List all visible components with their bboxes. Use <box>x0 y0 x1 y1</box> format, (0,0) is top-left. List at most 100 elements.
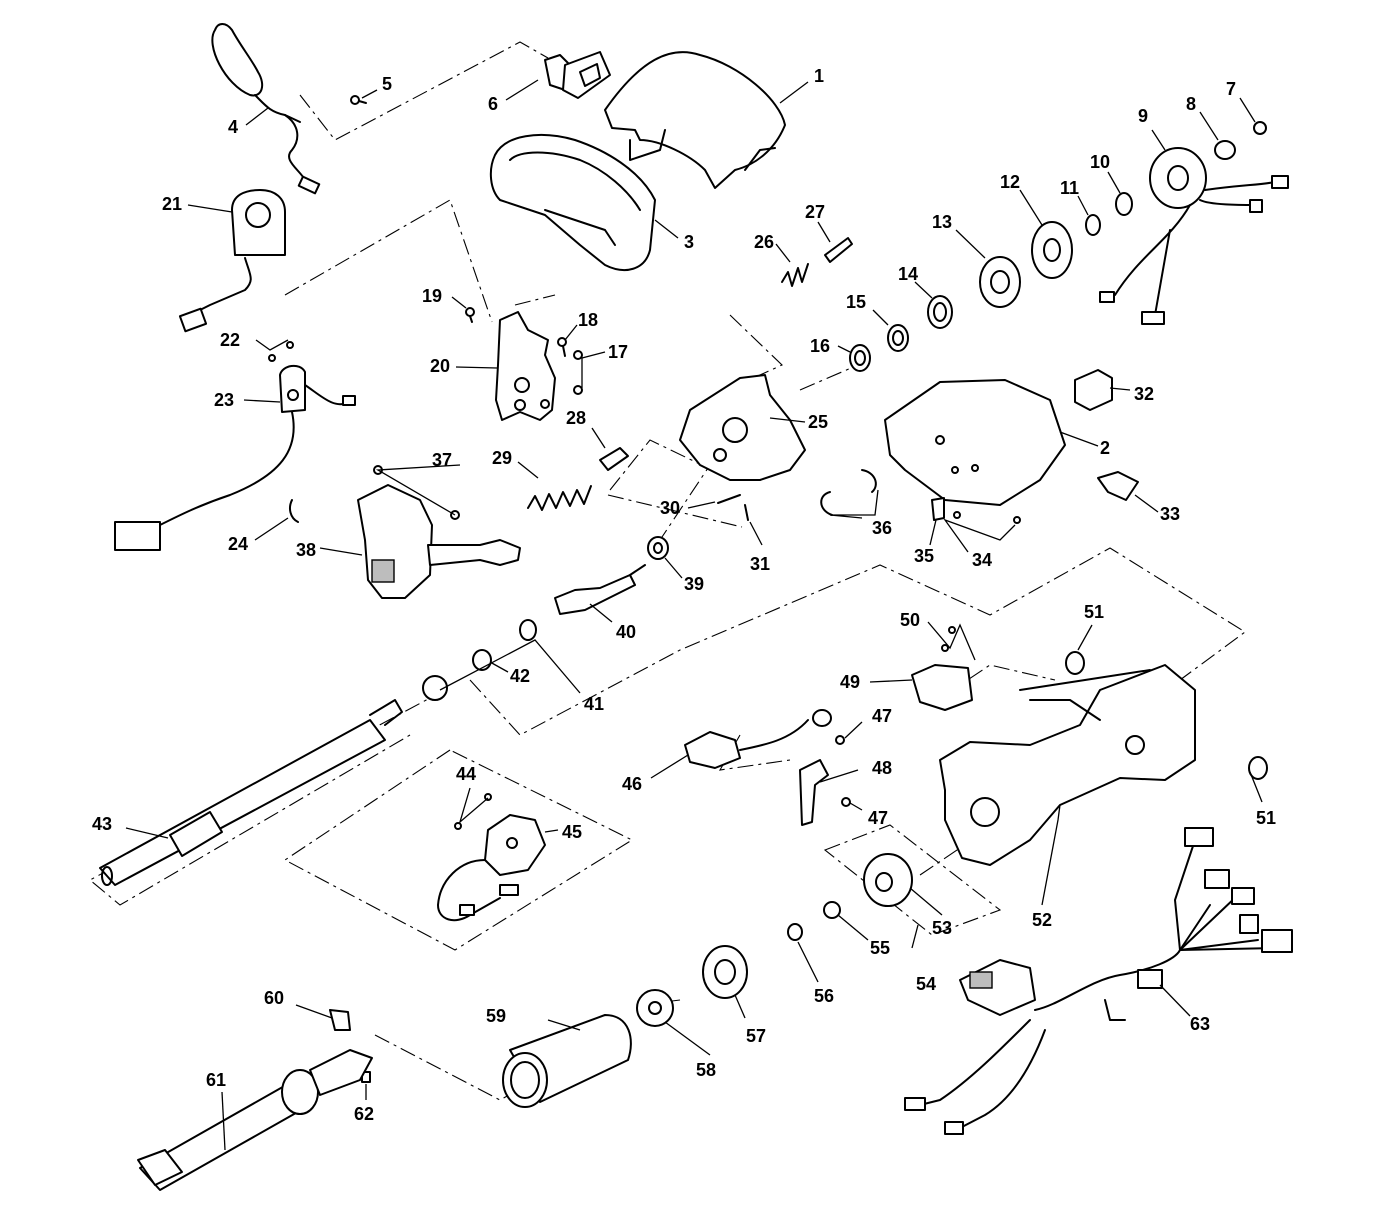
callout-9: 9 <box>1138 106 1148 126</box>
part-53-seal <box>863 853 913 907</box>
callout-24: 24 <box>228 534 248 554</box>
callout-63: 63 <box>1190 1014 1210 1034</box>
callout-34: 34 <box>972 550 992 570</box>
part-59-cylinder <box>502 1014 632 1108</box>
callout-49: 49 <box>840 672 860 692</box>
callout-60: 60 <box>264 988 284 1008</box>
callout-41: 41 <box>584 694 604 714</box>
callout-61: 61 <box>206 1070 226 1090</box>
part-35-bushing <box>931 497 945 521</box>
part-2-lower-housing <box>884 379 1066 506</box>
part-27-pin <box>824 237 853 263</box>
callout-51b: 51 <box>1256 808 1276 828</box>
callout-10: 10 <box>1090 152 1110 172</box>
part-14-spring <box>927 295 953 329</box>
part-61-intermediate-shaft <box>137 1049 373 1191</box>
part-43-steering-shaft <box>99 699 403 886</box>
callout-59: 59 <box>486 1006 506 1026</box>
callout-56: 56 <box>814 986 834 1006</box>
callout-44: 44 <box>456 764 476 784</box>
part-46-sensor <box>684 709 832 769</box>
callout-18: 18 <box>578 310 598 330</box>
part-30-pin <box>717 494 741 504</box>
part-8-retainer <box>1214 140 1236 160</box>
callout-4: 4 <box>228 117 238 137</box>
part-5-screw <box>350 95 367 105</box>
callout-39: 39 <box>684 574 704 594</box>
callout-31: 31 <box>750 554 770 574</box>
part-17-screws <box>573 350 583 395</box>
part-50-screws <box>941 626 956 652</box>
leader-lines <box>125 79 1263 1151</box>
part-47-screws <box>835 735 851 807</box>
callout-55: 55 <box>870 938 890 958</box>
part-32-cover <box>1074 369 1113 411</box>
part-63-wiring-harness <box>904 827 1293 1135</box>
callout-labels: 1 2 3 4 5 6 7 8 9 10 11 12 13 14 15 16 1… <box>92 66 1276 1124</box>
part-7-nut <box>1253 121 1267 135</box>
part-39-bearing <box>647 536 669 560</box>
callout-35: 35 <box>914 546 934 566</box>
callout-17: 17 <box>608 342 628 362</box>
callout-58: 58 <box>696 1060 716 1080</box>
callout-13: 13 <box>932 212 952 232</box>
callout-32: 32 <box>1134 384 1154 404</box>
callout-8: 8 <box>1186 94 1196 114</box>
part-56-retainer <box>787 923 803 941</box>
part-16-bushing <box>849 344 871 372</box>
part-31-pin <box>744 504 749 521</box>
part-23-switch-harness <box>114 364 356 551</box>
callout-54: 54 <box>916 974 936 994</box>
callout-52: 52 <box>1032 910 1052 930</box>
part-20-bracket <box>495 311 556 421</box>
part-57-bearing <box>702 945 748 999</box>
part-52-column-jacket <box>939 664 1196 866</box>
part-6-button <box>544 51 611 99</box>
callout-38: 38 <box>296 540 316 560</box>
callout-28: 28 <box>566 408 586 428</box>
callout-23: 23 <box>214 390 234 410</box>
callout-47a: 47 <box>872 706 892 726</box>
part-38-switch <box>357 484 521 599</box>
part-44-screws <box>454 793 492 830</box>
callout-11: 11 <box>1060 178 1079 198</box>
part-11-washer <box>1085 214 1101 236</box>
callout-14: 14 <box>898 264 918 284</box>
callout-48: 48 <box>872 758 892 778</box>
part-58-washer <box>636 989 674 1027</box>
callout-30: 30 <box>660 498 680 518</box>
part-3-shroud <box>489 134 656 271</box>
part-49-bracket <box>911 664 973 711</box>
callout-62: 62 <box>354 1104 374 1124</box>
part-21-switch <box>178 189 286 333</box>
callout-1: 1 <box>814 66 824 86</box>
callout-7: 7 <box>1226 79 1236 99</box>
callout-36: 36 <box>872 518 892 538</box>
callout-6: 6 <box>488 94 498 114</box>
part-34-screws <box>953 511 1021 524</box>
callout-51a: 51 <box>1084 602 1104 622</box>
callout-50: 50 <box>900 610 920 630</box>
part-22-screws <box>268 341 294 362</box>
part-9-coil <box>1099 147 1289 325</box>
callout-12: 12 <box>1000 172 1020 192</box>
callout-26: 26 <box>754 232 774 252</box>
callout-29: 29 <box>492 448 512 468</box>
callout-19: 19 <box>422 286 442 306</box>
callout-46: 46 <box>622 774 642 794</box>
part-26-spring <box>781 263 809 287</box>
part-24-snap-ring <box>289 499 299 523</box>
part-19-screw <box>465 307 475 323</box>
callout-42: 42 <box>510 666 530 686</box>
callout-2: 2 <box>1100 438 1110 458</box>
callout-40: 40 <box>616 622 636 642</box>
part-45-sensor <box>437 814 546 922</box>
callout-15: 15 <box>846 292 866 312</box>
part-40-shaft <box>554 564 646 615</box>
callout-3: 3 <box>684 232 694 252</box>
callout-47b: 47 <box>868 808 888 828</box>
part-25-housing <box>679 374 806 481</box>
callout-43: 43 <box>92 814 112 834</box>
part-18-screw <box>557 337 567 357</box>
